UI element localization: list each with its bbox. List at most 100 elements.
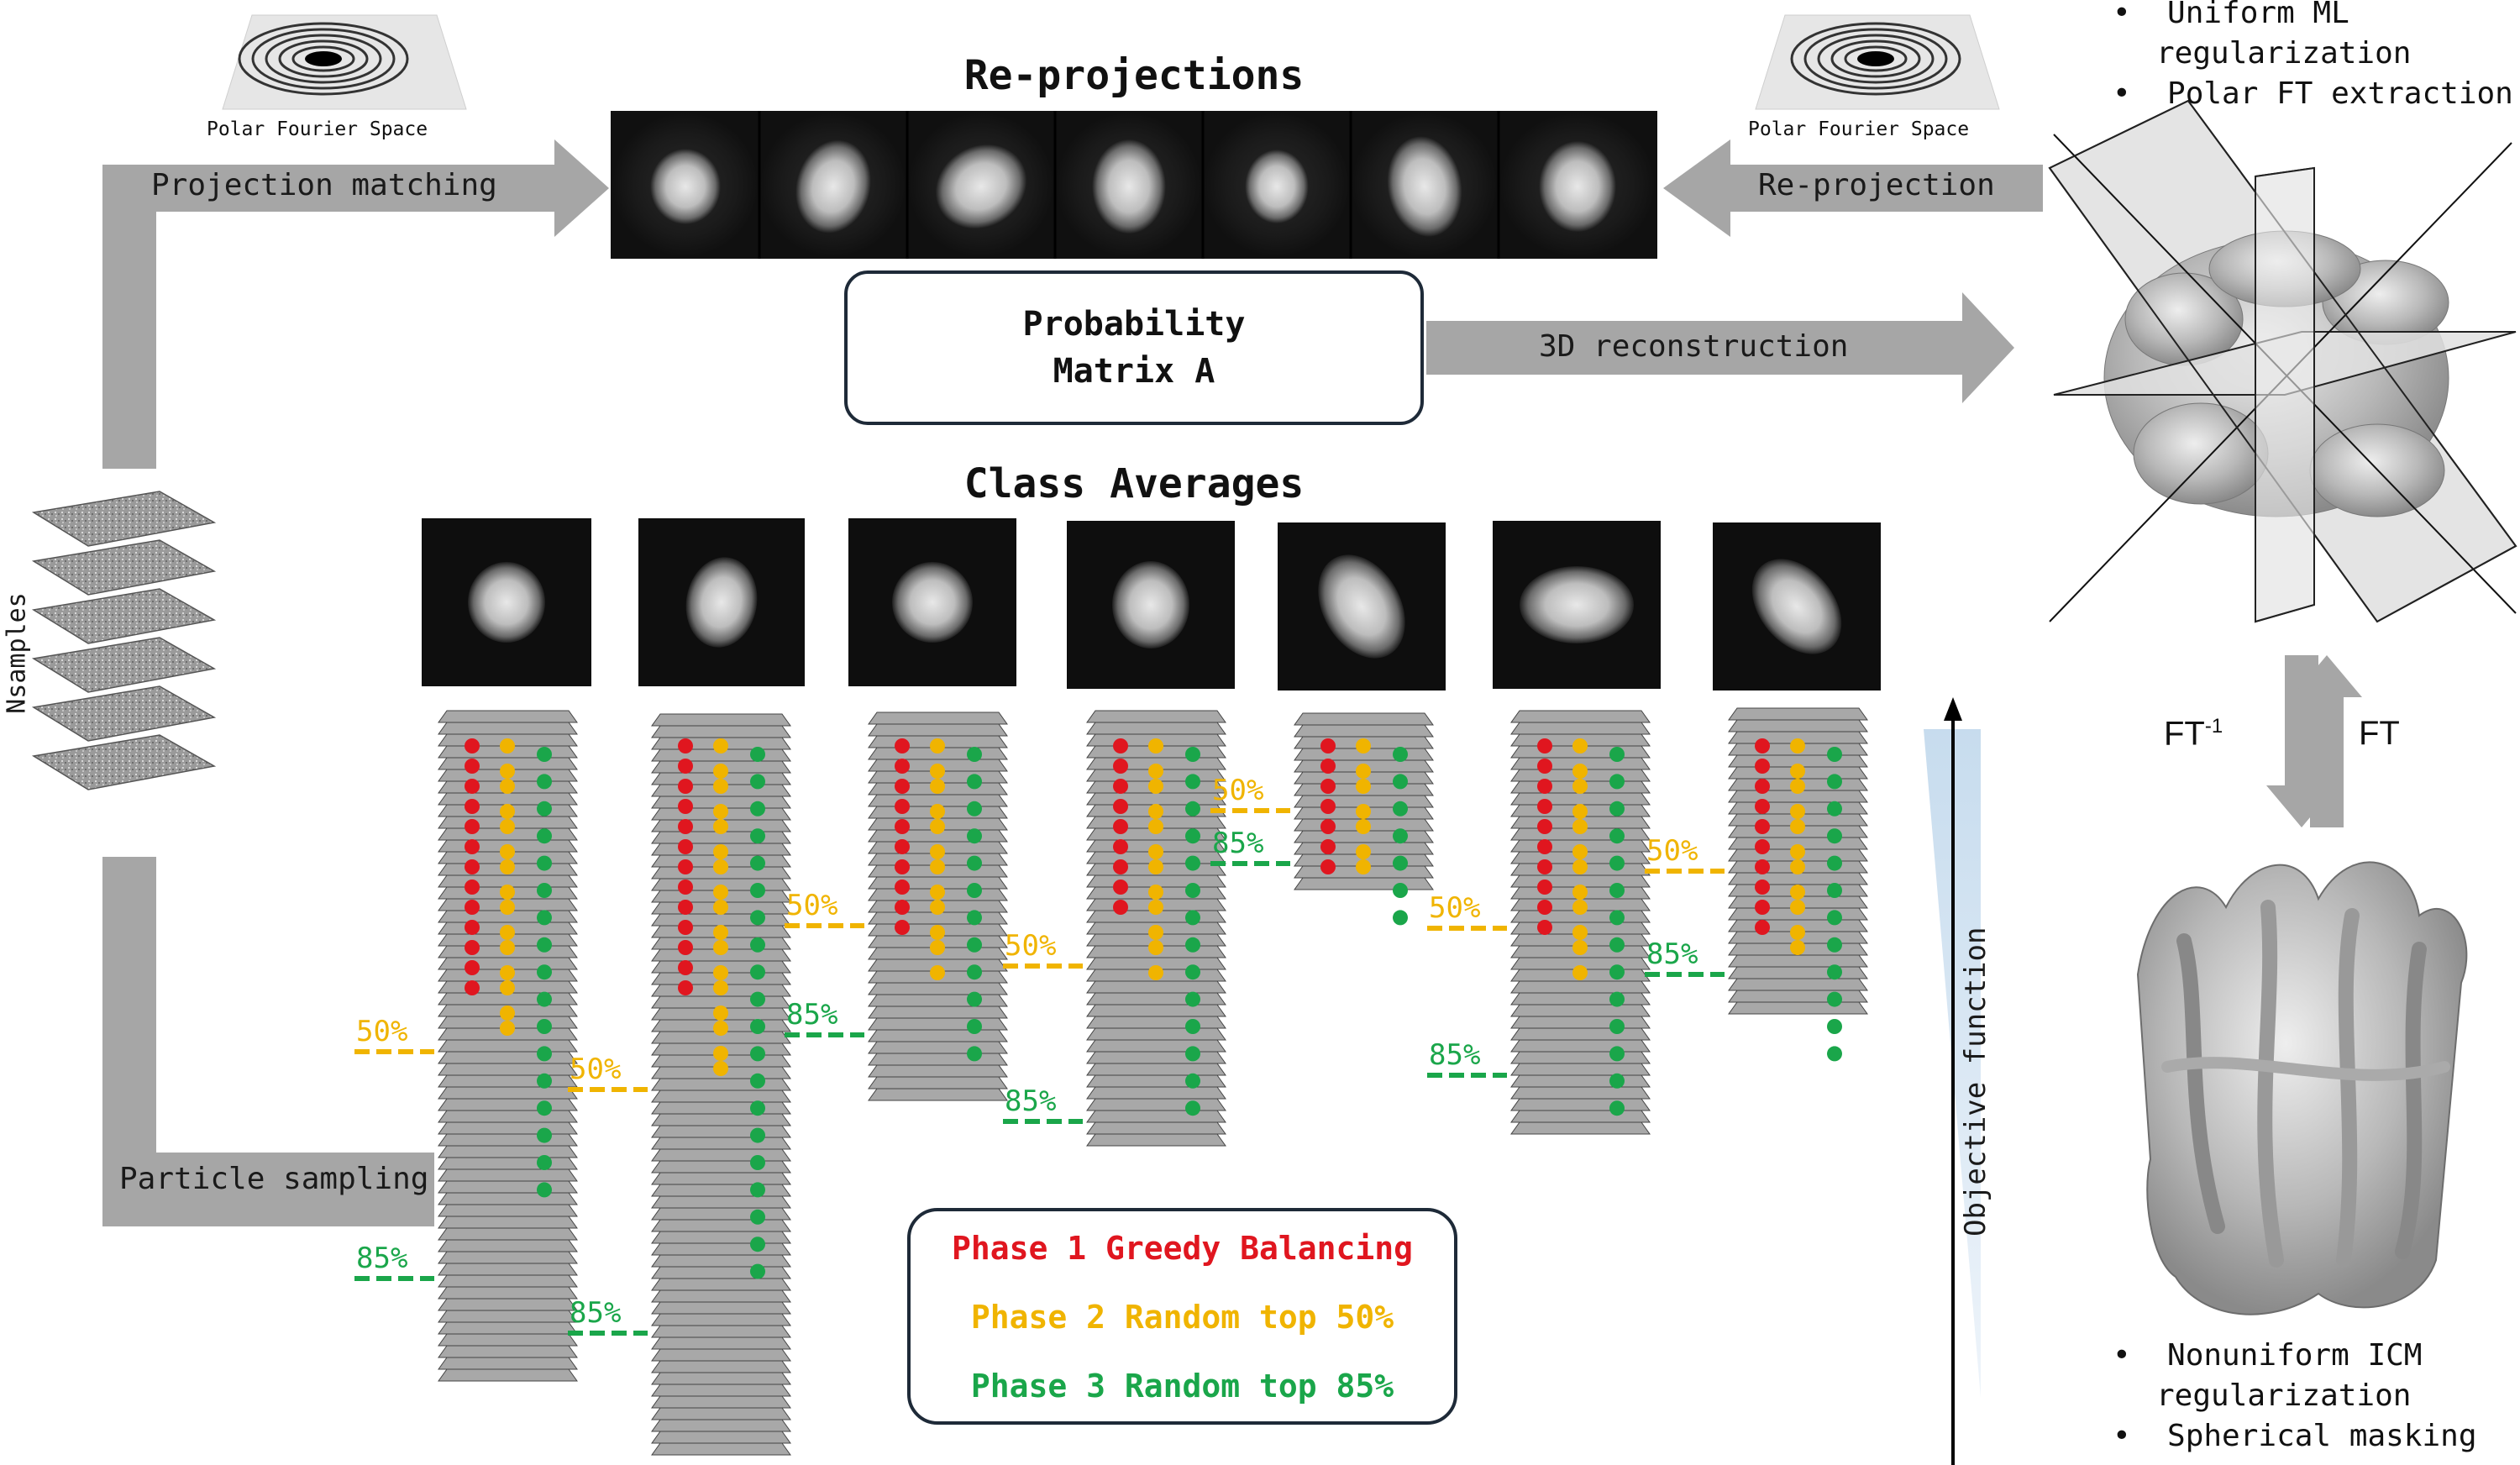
phase1-dot <box>895 859 910 874</box>
bullet-bottom-1-text: Nonuniform ICM <box>2167 1338 2423 1373</box>
threshold-85-label: 85% <box>570 1296 622 1330</box>
phase1-dot <box>678 738 693 754</box>
phase3-dot <box>1185 883 1200 898</box>
phase1-dot <box>895 880 910 895</box>
phase1-dot <box>678 920 693 935</box>
bullet-bottom-1: • Nonuniform ICM <box>2113 1338 2423 1373</box>
particle-slice <box>1728 872 1868 885</box>
phase1-dot <box>1113 839 1128 854</box>
particle-slice <box>1510 1074 1651 1088</box>
particle-slice <box>1728 978 1868 991</box>
phase2-dot <box>713 1061 728 1076</box>
particle-slice <box>438 1310 578 1323</box>
phase1-dot <box>1755 839 1770 854</box>
phase3-dot <box>1609 964 1625 980</box>
phase1-dot <box>1320 819 1336 834</box>
particle-slice <box>651 1360 791 1373</box>
particle-slice <box>651 1431 791 1444</box>
phase1-dot <box>1113 900 1128 915</box>
phase2-dot <box>500 885 515 900</box>
phase1-dot <box>1755 738 1770 754</box>
phase3-dot <box>1827 1046 1842 1062</box>
phase2-dot <box>1148 738 1163 754</box>
phase2-dot <box>1572 940 1588 955</box>
phase2-dot <box>500 980 515 995</box>
phase3-dot <box>750 991 765 1007</box>
particle-slice <box>438 1263 578 1276</box>
particle-slice <box>438 710 578 723</box>
particle-slice <box>1294 877 1434 890</box>
bullets-bottom: • Nonuniform ICM regularization • Spheri… <box>2113 1336 2477 1457</box>
particle-slice <box>868 1053 1008 1066</box>
phase2-dot <box>713 1006 728 1021</box>
particle-slice <box>651 1313 791 1326</box>
particle-slice <box>438 1321 578 1335</box>
phase1-dot <box>678 859 693 874</box>
density-map-icon-top <box>2048 99 2517 623</box>
particle-slice <box>438 792 578 806</box>
phase1-dot <box>895 839 910 854</box>
phase3-dot <box>750 774 765 790</box>
reconstruction-arrow <box>1426 292 2014 403</box>
phase2-dot <box>500 1021 515 1036</box>
particle-slice <box>868 994 1008 1007</box>
particle-slice <box>1728 719 1868 732</box>
phase2-dot <box>713 885 728 900</box>
threshold-50-label: 50% <box>1646 834 1698 868</box>
phase1-dot <box>465 980 480 995</box>
phase2-dot <box>713 925 728 940</box>
phase1-dot <box>1755 920 1770 935</box>
phase2-dot <box>500 1006 515 1021</box>
particle-slice <box>651 1301 791 1315</box>
phase2-dot <box>713 804 728 819</box>
particle-slice <box>438 1039 578 1053</box>
phase2-dot <box>713 980 728 995</box>
ft-inverse-arrow <box>2266 655 2337 827</box>
phase3-dot <box>537 1127 552 1143</box>
phase2-dot <box>1790 764 1805 779</box>
phase3-dot <box>750 1046 765 1062</box>
particle-slice <box>1086 1121 1226 1135</box>
polar-fourier-space-label-right: Polar Fourier Space <box>1748 118 1970 140</box>
phase3-dot <box>750 1127 765 1143</box>
phase2-dot <box>713 859 728 874</box>
particle-slice <box>651 1407 791 1420</box>
phase3-dot <box>1185 801 1200 817</box>
particle-stacks <box>354 707 1868 1456</box>
nsamples-stack <box>31 491 217 790</box>
phase2-dot <box>1148 900 1163 915</box>
phase3-dot <box>1609 855 1625 871</box>
phase2-dot <box>500 965 515 980</box>
particle-slice <box>868 1029 1008 1042</box>
phase3-dot <box>537 747 552 762</box>
particle-slice <box>651 725 791 738</box>
particle-slice <box>1086 1051 1226 1064</box>
phase3-dot <box>750 828 765 844</box>
particle-slice <box>438 1063 578 1076</box>
phase2-dot <box>930 764 945 779</box>
phase3-dot <box>1609 747 1625 762</box>
polar-ring-icon-left <box>222 14 467 110</box>
particle-slice <box>1294 724 1434 738</box>
reconstruction-label: 3D reconstruction <box>1539 329 1849 364</box>
particle-slice <box>651 1137 791 1150</box>
particle-slice <box>651 1148 791 1162</box>
phase3-dot <box>750 1019 765 1034</box>
phase3-dot <box>1609 910 1625 926</box>
ft-arrow <box>2292 655 2362 827</box>
phase1-dot <box>895 900 910 915</box>
phase2-dot <box>1790 819 1805 834</box>
particle-slice <box>868 711 1008 725</box>
phase2-dot <box>1790 885 1805 900</box>
phase2-dot <box>1572 859 1588 874</box>
phase3-dot <box>967 855 982 871</box>
threshold-50-label: 50% <box>356 1015 408 1048</box>
particle-slice <box>1086 1086 1226 1100</box>
particle-slice <box>1086 1098 1226 1111</box>
phase1-dot <box>678 839 693 854</box>
ft-label: FT <box>2359 715 2400 752</box>
phase3-dot <box>1827 964 1842 980</box>
phase2-dot <box>713 819 728 834</box>
phase2-dot <box>500 804 515 819</box>
particle-sampling-arrow <box>102 857 434 1226</box>
